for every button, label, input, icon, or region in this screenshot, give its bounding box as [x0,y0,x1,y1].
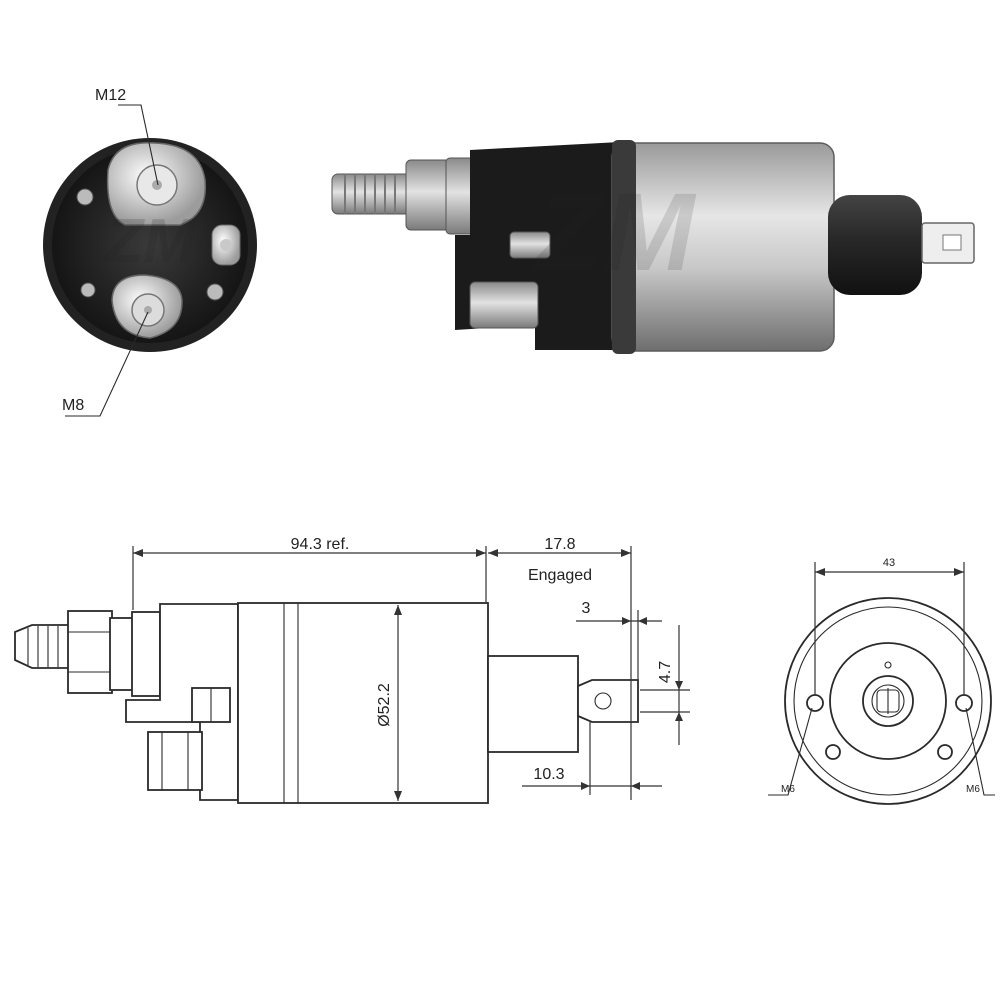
stud-washer [109,617,135,691]
right-hole-label: M6 [966,784,980,795]
m8-stud [469,281,539,329]
screw-head [80,282,96,298]
solenoid-body [237,602,489,804]
m12-stud [331,173,417,215]
plunger-travel-label: 17.8 [544,536,575,553]
body-crimp-ring [612,140,636,354]
watermark-logo: ZM [533,171,697,294]
screw-hole [937,744,953,760]
left-hole-label: M6 [781,784,795,795]
stud-nut [67,610,113,694]
m8-stud [147,731,203,791]
m12-callout-label: M12 [95,87,126,104]
plunger-tab [577,679,639,723]
body-diameter-label: Ø52.2 [376,683,393,727]
m12-callout-line [118,104,159,186]
photo-side-view: ZM [331,140,975,354]
mounting-hole-left [806,694,824,712]
plunger-tab-hole [594,692,612,710]
m8-terminal [111,274,183,339]
hole-spacing-label: 43 [883,557,895,569]
tab-width-label: 4.7 [657,661,674,683]
screw-head [206,283,224,301]
m8-callout-line [65,311,149,417]
stud-base-nut [131,611,161,697]
tab-offset-label: 3 [582,600,591,617]
plunger-tab [921,222,975,264]
engaged-note: Engaged [528,567,592,584]
m12-terminal [106,141,207,226]
drawing-end-view: 43 M6 M6 [768,557,995,805]
m8-callout-label: M8 [62,397,84,414]
stud-thread [14,624,71,669]
left-hole-callout-line [768,707,813,796]
overall-length-label: 94.3 ref. [291,536,350,553]
stud-washer [445,157,475,235]
small-terminal-bolt [509,231,551,259]
end-flange-inner [793,606,983,796]
tab-position-label: 10.3 [533,766,564,783]
photo-end-view: ZM M12 M8 [43,87,257,417]
small-terminal [211,224,241,266]
plunger-boot [487,655,579,753]
stud-nut [405,159,452,231]
watermark-logo: ZM [103,207,196,276]
plunger-boot [828,195,922,295]
screw-hole [825,744,841,760]
drawing-side-view: 94.3 ref. 17.8 Engaged 3 4.7 Ø52.2 10.3 [14,536,690,804]
right-hole-callout-line [965,707,995,796]
mounting-hole-right [955,694,973,712]
screw-head [76,188,94,206]
